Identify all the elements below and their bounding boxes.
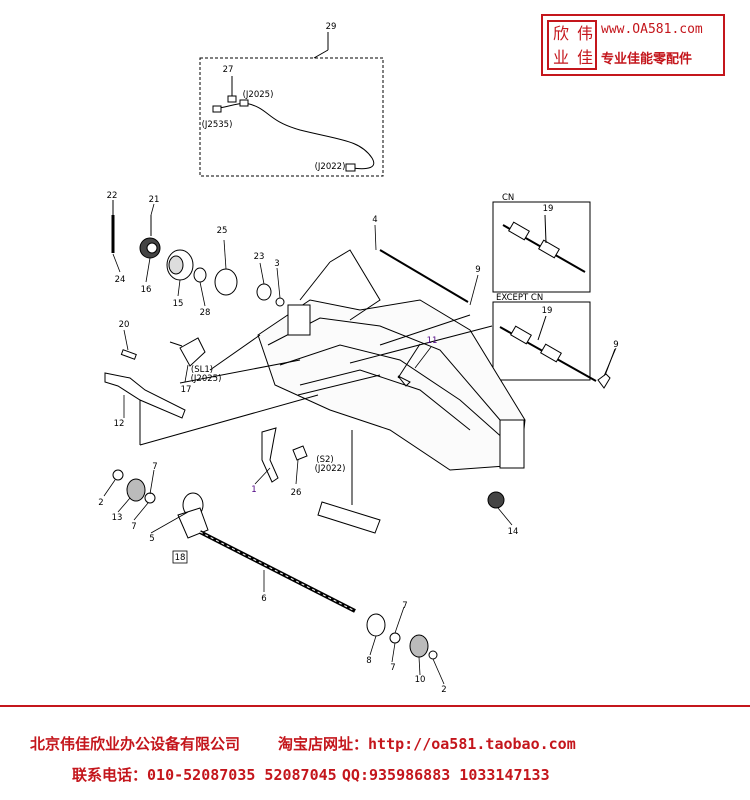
callout-j2535: (J2535) xyxy=(202,120,233,130)
roller-19-cn xyxy=(502,214,586,273)
company-name: 北京伟佳欣业办公设备有限公司 xyxy=(30,735,241,753)
phone-label: 联系电话： xyxy=(72,766,148,784)
connector-j2535 xyxy=(212,105,222,113)
callout-22: 22 xyxy=(107,191,118,201)
sensor-and-parts-mid xyxy=(104,337,308,483)
qq-label: QQ: xyxy=(341,766,369,784)
callout-29: 29 xyxy=(326,22,337,32)
callout-25: 25 xyxy=(217,226,228,236)
callout-19a: 19 xyxy=(543,204,554,214)
callout-cn: CN xyxy=(502,193,514,203)
footer-company-line: 北京伟佳欣业办公设备有限公司 淘宝店网址：http://oa581.taobao.… xyxy=(30,733,576,754)
callout-11: 11 xyxy=(427,336,438,346)
connector-j2022 xyxy=(345,163,356,172)
callout-27: 27 xyxy=(223,65,234,75)
callout-6: 6 xyxy=(261,594,266,604)
gear-parts-upper xyxy=(111,200,285,307)
callout-16: 16 xyxy=(141,285,152,295)
callout-2b: 2 xyxy=(441,685,446,695)
callout-j2022-top: (J2022) xyxy=(315,162,346,172)
seal-char-4: 佳 xyxy=(576,48,593,67)
callout-j2025-top: (J2025) xyxy=(243,90,274,100)
connector-27b xyxy=(239,99,249,107)
callout-9b: 9 xyxy=(613,340,618,350)
roller-19-except-cn xyxy=(499,315,616,389)
callout-3: 3 xyxy=(274,259,279,269)
gear-parts-lower xyxy=(112,469,505,539)
callout-1: 1 xyxy=(251,485,256,495)
callout-14: 14 xyxy=(508,527,519,537)
leader-lines xyxy=(103,203,617,685)
callout-8: 8 xyxy=(366,656,371,666)
callout-15: 15 xyxy=(173,299,184,309)
callout-20: 20 xyxy=(119,320,130,330)
callout-sl1: (SL1) xyxy=(191,365,213,375)
callout-except-cn: EXCEPT CN xyxy=(496,293,543,303)
cn-box xyxy=(492,201,591,293)
except-cn-box xyxy=(492,301,591,381)
logo-url: www.OA581.com xyxy=(601,22,703,37)
callout-23: 23 xyxy=(254,252,265,262)
callout-4: 4 xyxy=(372,215,377,225)
phone-numbers: 010-52087035 52087045 xyxy=(147,766,337,784)
callout-13: 13 xyxy=(112,513,123,523)
callout-7a: 7 xyxy=(152,462,157,472)
cable-assembly-group xyxy=(199,32,384,177)
shaft-6 xyxy=(199,530,438,660)
footer-divider xyxy=(0,705,750,707)
logo-slogan: 专业佳能零配件 xyxy=(601,52,693,67)
qq-numbers: 935986883 1033147133 xyxy=(369,766,550,784)
seal-char-1: 欣 xyxy=(552,24,569,43)
callout-19b: 19 xyxy=(542,306,553,316)
footer-contact-line: 联系电话：010-52087035 52087045 QQ:935986883 … xyxy=(72,764,550,785)
callout-18-box xyxy=(172,550,188,564)
callout-17: 17 xyxy=(181,385,192,395)
callout-j2022-mid: (J2022) xyxy=(315,464,346,474)
callout-10: 10 xyxy=(415,675,426,685)
callout-21: 21 xyxy=(149,195,160,205)
callout-j2025-mid: (J2025) xyxy=(191,374,222,384)
callout-28: 28 xyxy=(200,308,211,318)
shop-url-link[interactable]: http://oa581.taobao.com xyxy=(368,735,576,753)
callout-24: 24 xyxy=(115,275,126,285)
callout-7d: 7 xyxy=(390,663,395,673)
cable-assembly-box xyxy=(199,57,384,177)
brand-logo: 欣 伟 业 佳 www.OA581.com 专业佳能零配件 xyxy=(541,14,725,76)
callout-s2: (S2) xyxy=(316,455,333,465)
shop-label: 淘宝店网址： xyxy=(278,735,369,753)
seal-char-2: 伟 xyxy=(576,24,593,43)
callout-5: 5 xyxy=(149,534,154,544)
seal-char-3: 业 xyxy=(552,48,569,67)
callout-labels: 29 27 (J2025) (J2535) (J2022) 22 21 24 1… xyxy=(98,22,618,695)
callout-18: 18 xyxy=(175,553,186,563)
brand-seal: 欣 伟 业 佳 xyxy=(547,20,597,70)
callout-9a: 9 xyxy=(475,265,480,275)
parts-exploded-diagram: 29 27 (J2025) (J2535) (J2022) 22 21 24 1… xyxy=(98,22,618,695)
connector-27a xyxy=(227,95,237,103)
callout-12: 12 xyxy=(114,419,125,429)
callout-7b: 7 xyxy=(131,522,136,532)
callout-2a: 2 xyxy=(98,498,103,508)
main-chassis xyxy=(139,249,526,534)
callout-26: 26 xyxy=(291,488,302,498)
callout-7c: 7 xyxy=(402,601,407,611)
